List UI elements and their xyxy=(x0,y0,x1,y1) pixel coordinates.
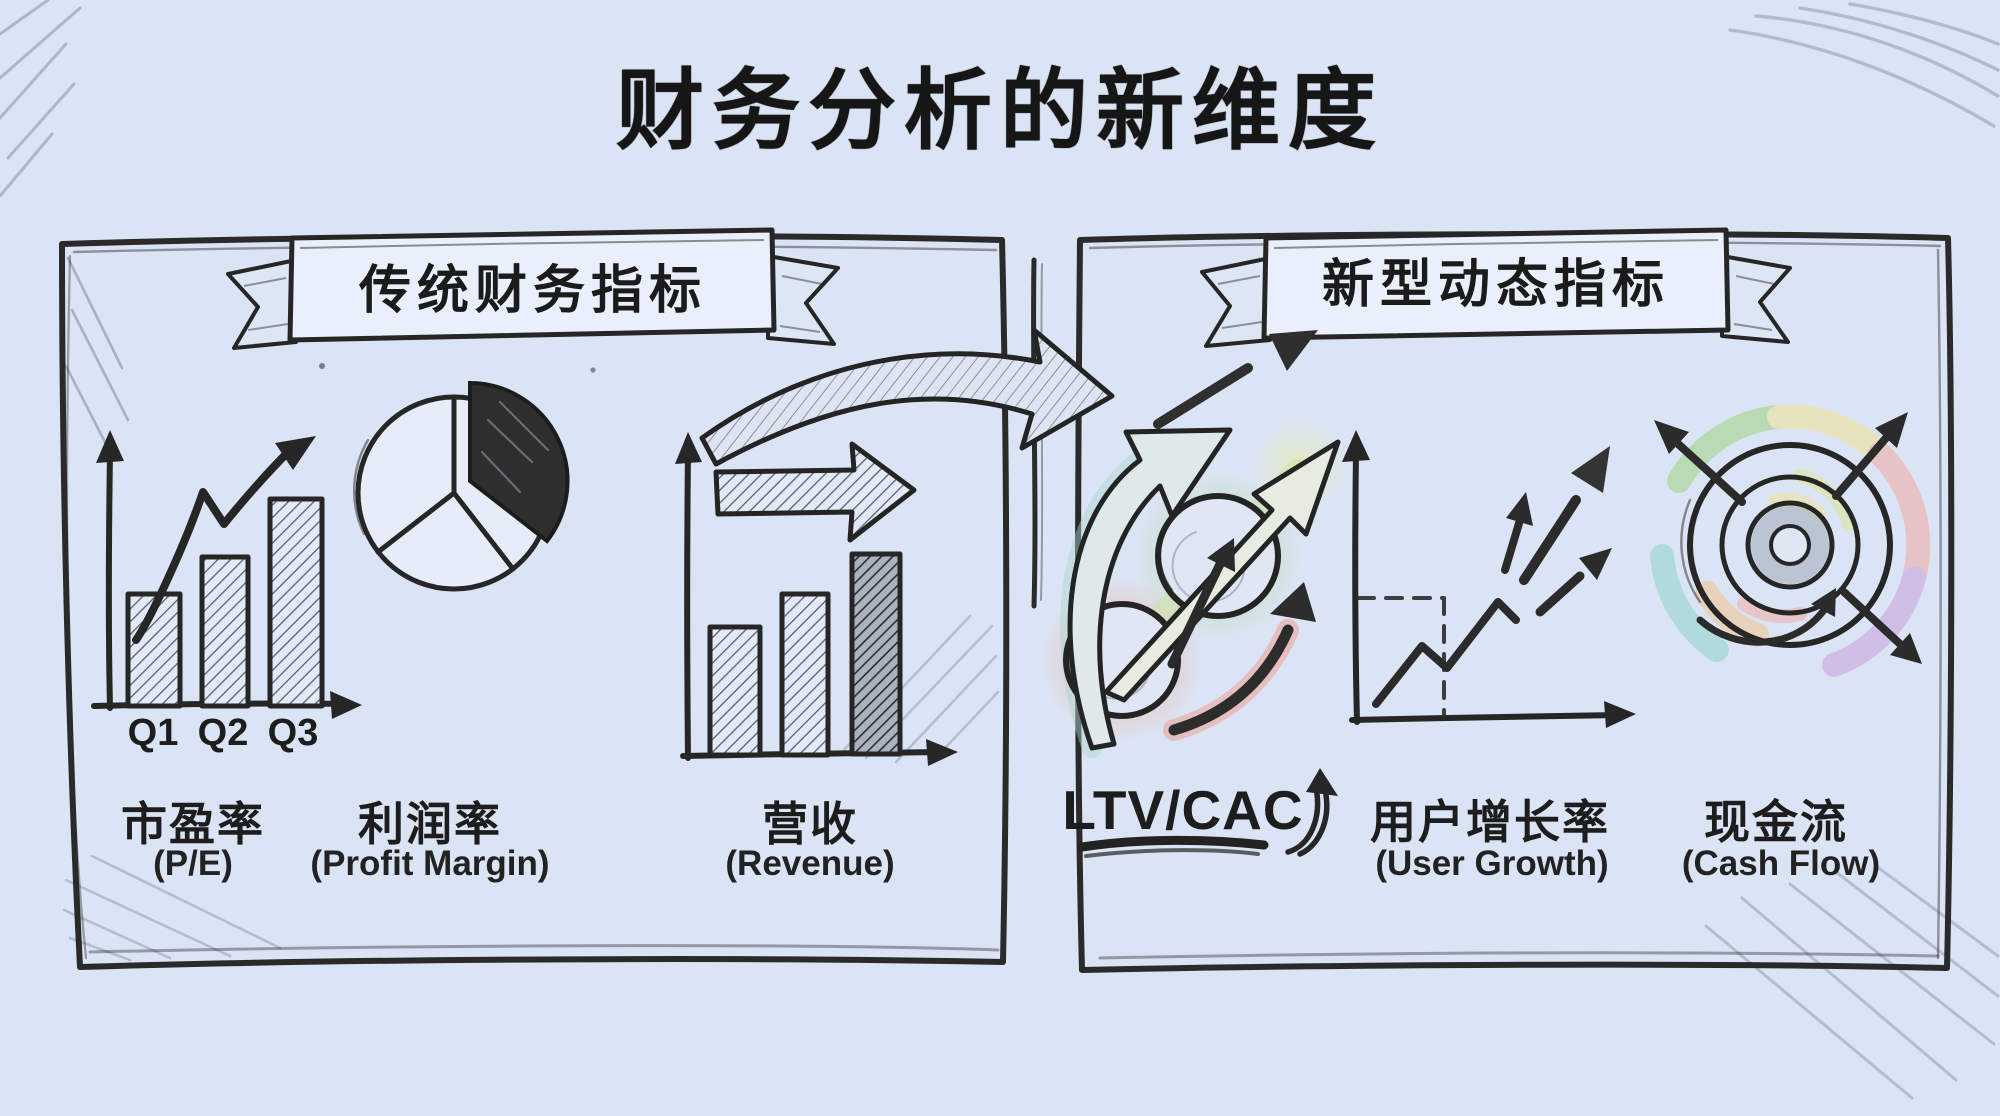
metric-label-margin-en: (Profit Margin) xyxy=(310,844,550,883)
pencil-hatch-top-left xyxy=(0,0,82,198)
metric-label-pe-en: (P/E) xyxy=(153,844,233,883)
metric-label-revenue-en: (Revenue) xyxy=(725,844,895,883)
ltv-cac-underline xyxy=(1077,835,1269,858)
pencil-speck xyxy=(319,363,325,369)
right-ribbon xyxy=(1200,227,1792,348)
metric-label-user-growth-en: (User Growth) xyxy=(1375,844,1609,883)
ltv-cac-up-arrow-icon xyxy=(1285,768,1338,857)
metric-label-pe-zh: 市盈率 xyxy=(121,798,265,850)
cash-flow-target-icon xyxy=(1650,404,1931,677)
pe-bar-chart-icon xyxy=(91,430,362,719)
pe-axis-label-q2: Q2 xyxy=(197,712,249,754)
metric-label-cash-flow-zh: 现金流 xyxy=(1704,796,1848,848)
pencil-speck xyxy=(590,367,596,373)
metric-label-cash-flow-en: (Cash Flow) xyxy=(1681,844,1881,883)
right-banner-title: 新型动态指标 xyxy=(1321,255,1670,314)
pencil-hatch-panel-corner xyxy=(64,256,130,454)
left-ribbon xyxy=(226,227,840,350)
pencil-hatch-top-right xyxy=(1728,2,2000,128)
pe-axis-label-q3: Q3 xyxy=(267,712,319,754)
pe-axis-label-q1: Q1 xyxy=(127,712,179,754)
metric-label-ltv-cac: LTV/CAC xyxy=(1062,779,1304,841)
growth-decor-arrow-icon xyxy=(1153,330,1318,429)
revenue-bar-chart-icon xyxy=(675,432,958,766)
ltv-cac-ratio-icon xyxy=(1040,418,1348,758)
flow-arrow-icon xyxy=(699,327,1115,467)
metric-label-user-growth-zh: 用户增长率 xyxy=(1370,796,1610,848)
pie-chart-icon xyxy=(353,380,570,592)
left-banner-title: 传统财务指标 xyxy=(358,261,707,320)
user-growth-chart-icon xyxy=(1342,430,1636,728)
metric-label-revenue-zh: 营收 xyxy=(762,798,858,850)
metric-label-margin-zh: 利润率 xyxy=(358,798,502,850)
page-title: 财务分析的新维度 xyxy=(615,61,1384,160)
